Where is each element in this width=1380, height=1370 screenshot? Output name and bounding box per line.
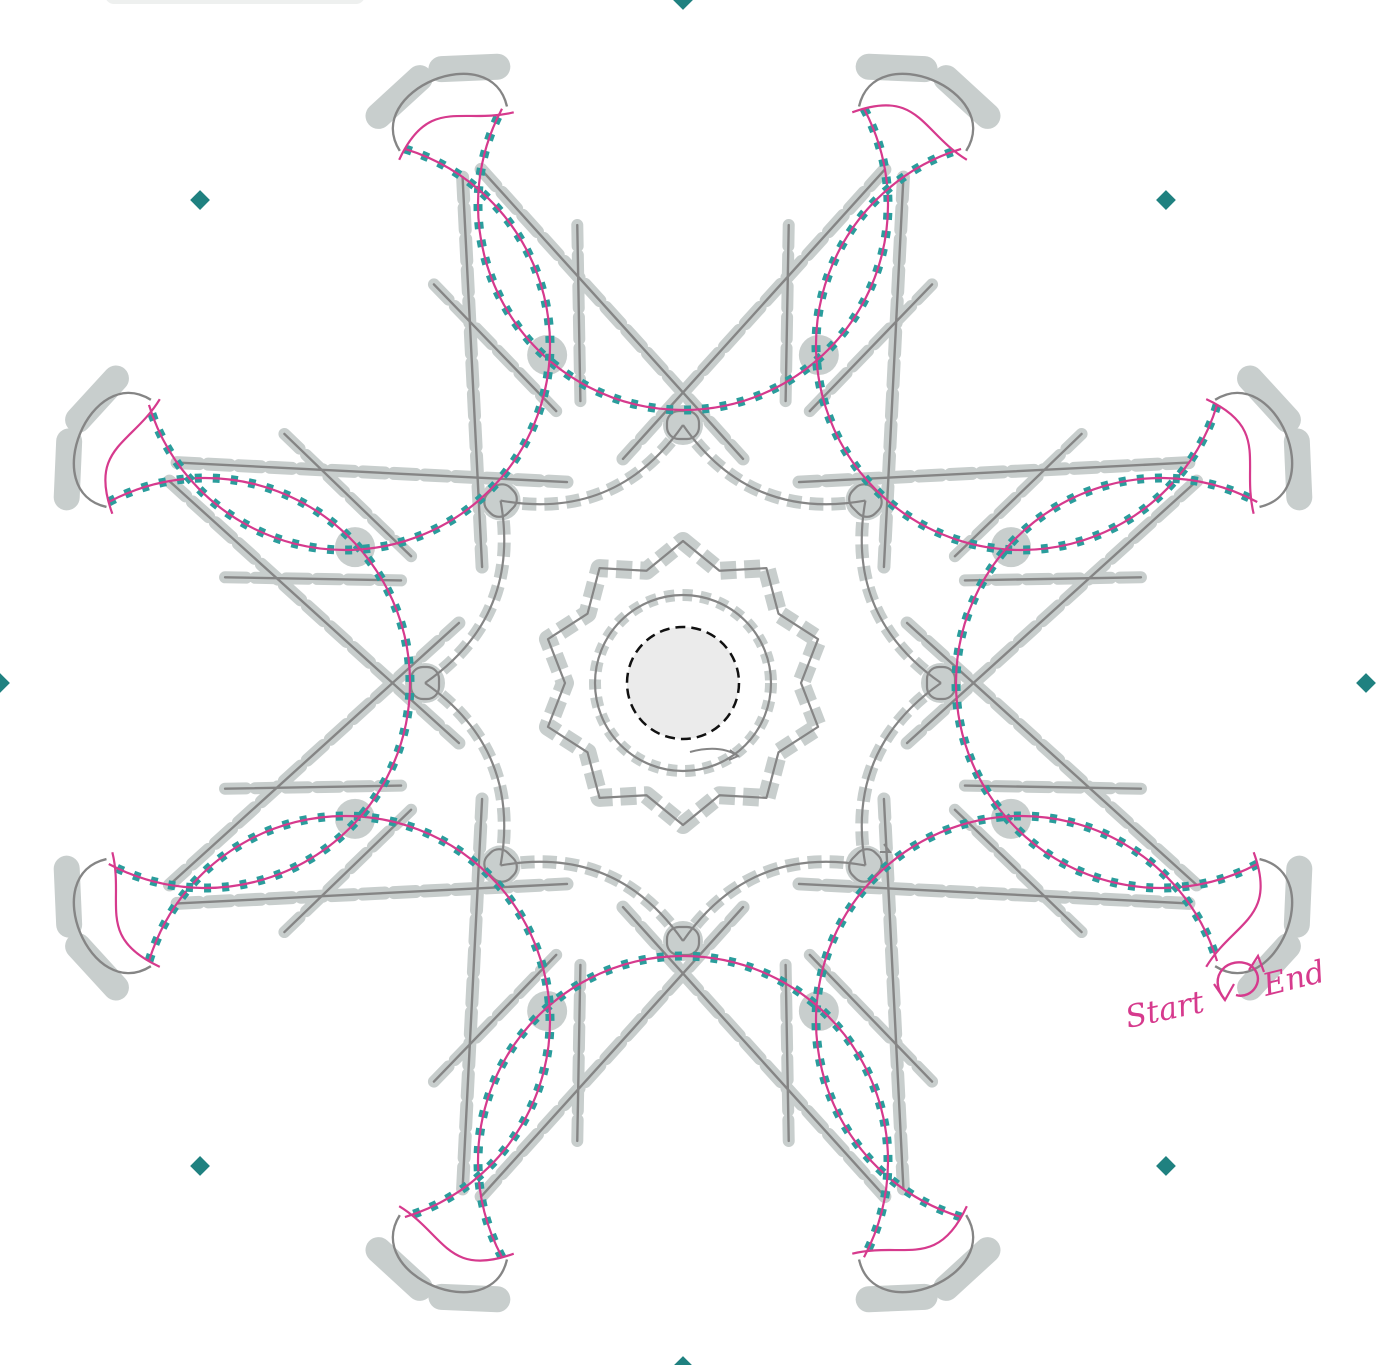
petal-side-thread-1a [623,169,885,459]
tab-strip-remnant [105,0,365,4]
petal-side-thread-5b [623,907,885,1197]
teal-accent-bead-4 [1156,1156,1176,1176]
junction-picot-4 [869,1297,925,1299]
teal-accent-bead-2 [1156,190,1176,210]
junction-picot-1 [869,67,925,69]
petal-side-thread-7a [169,481,459,743]
junction-picot-7 [78,379,116,420]
junction-picot-6 [67,869,69,925]
junction-picot-5 [379,1250,420,1288]
teal-accent-bead-8 [190,190,210,210]
teal-accent-bead-7 [0,673,10,693]
petal-side-thread-7b [169,623,459,885]
junction-picot-5 [441,1297,497,1299]
junction-picot-8 [441,67,497,69]
junction-picot-3 [1297,869,1299,925]
junction-picot-2 [1297,441,1299,497]
junction-picot-4 [946,1250,987,1288]
petal-side-thread-5a [481,907,743,1197]
teal-accent-bead-6 [190,1156,210,1176]
center-motif [548,541,890,852]
teal-accent-bead-1 [673,0,693,10]
start-label: Start [1122,984,1208,1036]
junction-picot-8 [379,78,420,116]
junction-picot-1 [946,78,987,116]
petal-side-thread-3b [907,481,1197,743]
junction-picot-2 [1250,379,1288,420]
petal-side-thread-3a [907,623,1197,885]
junction-picot-6 [78,946,116,987]
petal-side-thread-1b [481,169,743,459]
junction-picot-7 [67,441,69,497]
teal-accent-bead-3 [1356,673,1376,693]
teal-accent-bead-5 [673,1356,693,1365]
